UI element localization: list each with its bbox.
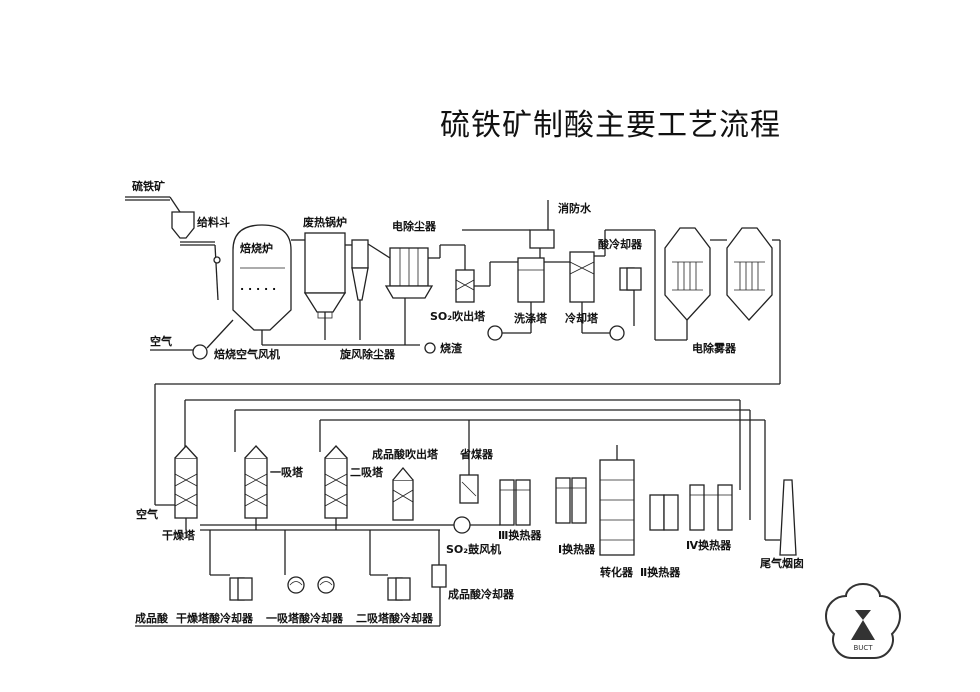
label-air-top: 空气 [150, 334, 172, 348]
label-product-acid-cooler: 成品酸冷却器 [448, 587, 515, 601]
hx4 [689, 484, 733, 531]
label-cyclone: 旋风除尘器 [339, 347, 396, 361]
label-economizer: 省煤器 [459, 447, 494, 461]
label-cinder: 烧渣 [440, 341, 463, 355]
page-title: 硫铁矿制酸主要工艺流程 [440, 108, 781, 143]
hx2 [649, 494, 679, 531]
label-feed-hopper: 给料斗 [197, 215, 230, 229]
so2-blower [440, 516, 500, 534]
electric-demister-2 [726, 227, 773, 321]
label-so2-blower: SO₂鼓风机 [446, 542, 501, 556]
first-absorber [244, 445, 268, 519]
label-waste-heat-boiler: 废热锅炉 [303, 215, 347, 229]
hx3 [499, 479, 531, 526]
second-abs-acid-cooler [369, 530, 411, 601]
label-pyrite: 硫铁矿 [132, 179, 165, 193]
cooling-tower [544, 251, 625, 341]
label-air-bottom: 空气 [136, 507, 158, 521]
label-converter: 转化器 [600, 565, 634, 579]
label-hx2: Ⅱ换热器 [640, 565, 681, 579]
label-first-absorber: 一吸塔 [270, 465, 304, 479]
roaster: . . . . . [232, 224, 292, 345]
acid-cooler [594, 229, 655, 326]
fire-water-line [462, 200, 555, 258]
washing-tower [474, 257, 545, 341]
label-acid-cooler: 酸冷却器 [598, 237, 643, 251]
label-tail-stack: 尾气烟囱 [759, 556, 804, 570]
drying-acid-cooler [209, 530, 253, 601]
label-esp: 电除尘器 [392, 219, 437, 233]
converter [599, 445, 635, 556]
hx1 [555, 477, 587, 524]
label-washing-tower: 洗涤塔 [514, 311, 548, 325]
svg-text:. . . . .: . . . . . [240, 280, 276, 293]
electric-demister-1 [664, 227, 711, 321]
roast-air-fan [150, 319, 234, 360]
second-absorber [324, 445, 348, 519]
label-hx4: Ⅳ换热器 [686, 538, 732, 552]
drying-tower [155, 445, 198, 519]
acid-header [185, 518, 440, 531]
label-first-abs-acid-cooler: 一吸塔酸冷却器 [266, 611, 344, 625]
label-second-abs-acid-cooler: 二吸塔酸冷却器 [356, 611, 434, 625]
waste-heat-boiler [291, 232, 347, 340]
product-acid-stripper [392, 466, 414, 521]
label-product-acid: 成品酸 [135, 611, 169, 625]
cinder-valve [424, 342, 436, 354]
label-electric-demister: 电除雾器 [692, 341, 737, 355]
electrostatic-precipitator [367, 243, 440, 345]
logo-abbr: BUCT [853, 644, 873, 652]
label-roast-air-fan: 焙烧空气风机 [214, 347, 280, 361]
label-so2-stripper: SO₂吹出塔 [430, 309, 486, 323]
label-drying-tower: 干燥塔 [162, 528, 196, 542]
economizer [459, 420, 479, 504]
label-hx3: Ⅲ换热器 [498, 528, 542, 542]
label-cooling-tower: 冷却塔 [565, 311, 599, 325]
label-drying-acid-cooler: 干燥塔酸冷却器 [176, 611, 254, 625]
label-product-acid-stripper: 成品酸吹出塔 [372, 447, 439, 461]
recycle-lines [184, 399, 766, 540]
feed-hopper [171, 211, 221, 301]
cyclone [345, 239, 369, 340]
label-hx1: Ⅰ换热器 [558, 542, 596, 556]
so2-stripper [439, 244, 475, 303]
university-logo: BUCT [824, 582, 902, 659]
label-second-absorber: 二吸塔 [350, 465, 384, 479]
product-acid-cooler [431, 530, 447, 588]
tail-gas-stack [765, 479, 797, 556]
first-abs-acid-cooler [284, 530, 335, 594]
label-fire-water: 消防水 [558, 201, 592, 215]
pyrite-conveyor [125, 196, 181, 213]
label-roaster: 焙烧炉 [240, 241, 273, 255]
